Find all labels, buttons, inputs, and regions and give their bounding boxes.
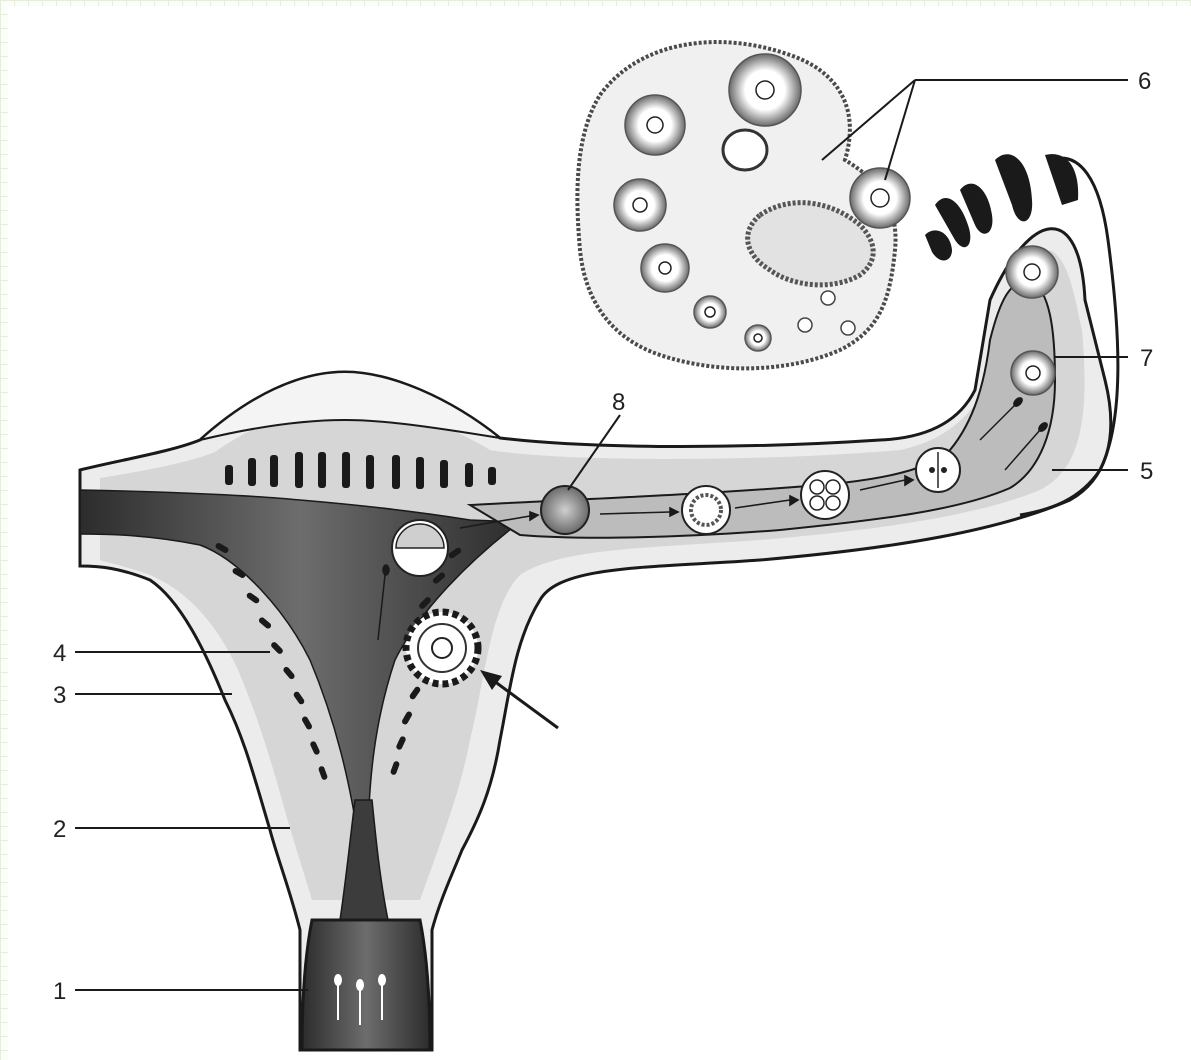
label-2: 2 <box>53 816 66 843</box>
label-3: 3 <box>53 682 66 709</box>
fertilization-site <box>1011 351 1055 395</box>
label-8: 8 <box>612 389 625 416</box>
implanted-blastocyst <box>406 612 478 684</box>
vagina <box>302 920 430 1050</box>
label-6: 6 <box>1138 68 1151 95</box>
label-1: 1 <box>53 978 66 1005</box>
label-4: 4 <box>53 640 66 667</box>
label-5: 5 <box>1140 458 1153 485</box>
ovum-in-ampulla <box>1006 246 1058 298</box>
label-7: 7 <box>1140 345 1153 372</box>
